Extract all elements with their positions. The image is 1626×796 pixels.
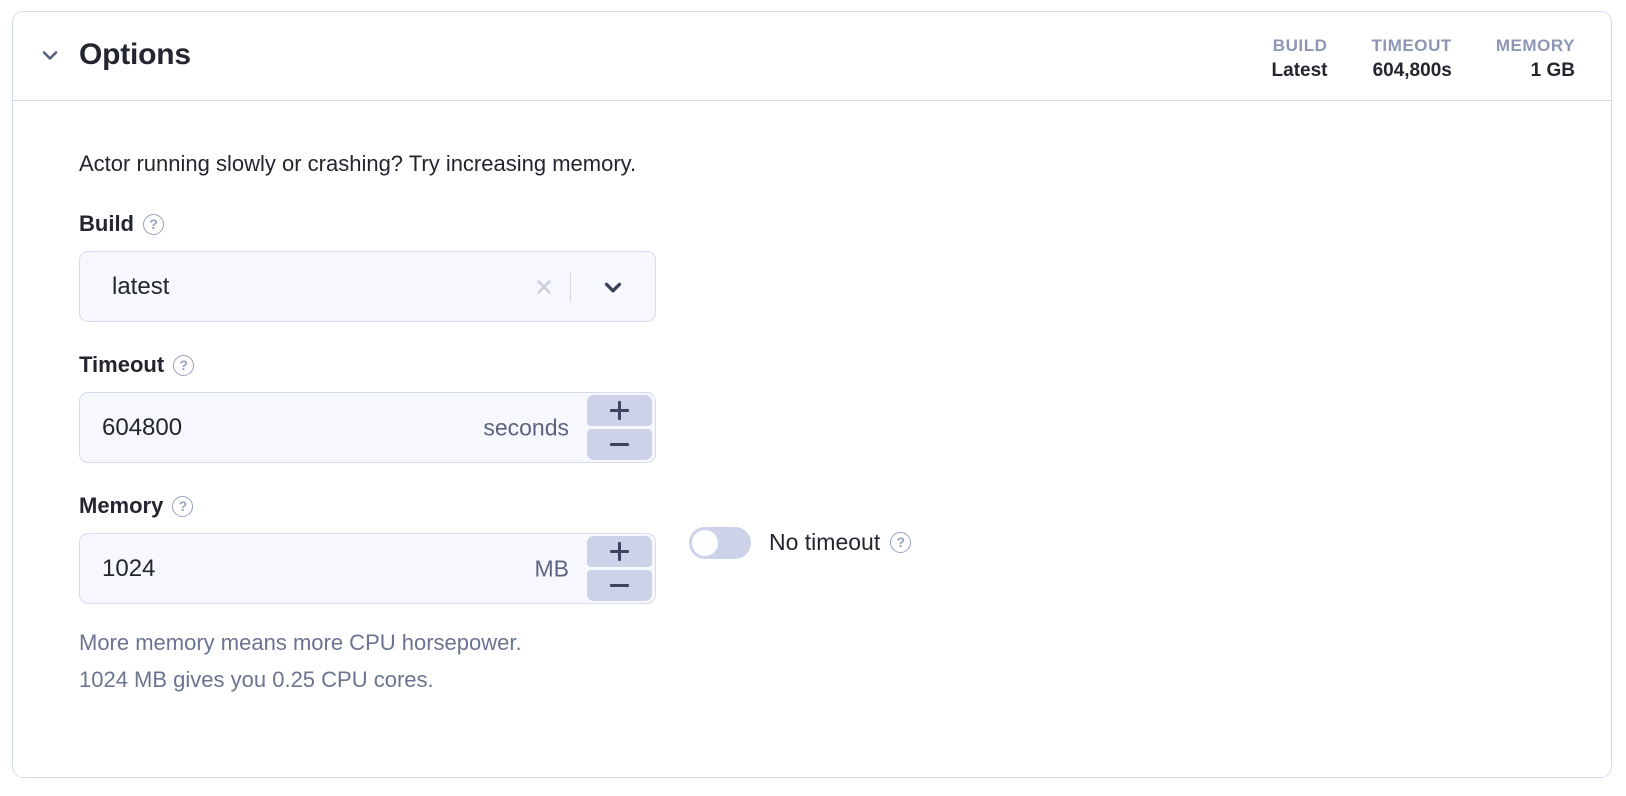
timeout-increment-button[interactable] [587, 395, 652, 426]
stat-build-value: Latest [1271, 60, 1328, 81]
stat-timeout: TIMEOUT 604,800s [1327, 34, 1451, 84]
options-panel: Options BUILD Latest TIMEOUT 604,800s ME… [12, 11, 1612, 778]
memory-increment-button[interactable] [587, 536, 652, 567]
memory-input[interactable]: 1024 [102, 554, 156, 582]
timeout-label-row: Timeout ? [79, 352, 656, 378]
timeout-field-group: Timeout ? 604800 seconds [79, 352, 656, 463]
stat-memory-value: 1 GB [1530, 60, 1575, 81]
stat-timeout-value: 604,800s [1372, 60, 1452, 81]
memory-label-row: Memory ? [79, 493, 656, 519]
question-mark-circle-icon[interactable]: ? [173, 354, 195, 376]
no-timeout-label-row: No timeout ? [769, 529, 912, 556]
memory-field-group: Memory ? 1024 MB [79, 493, 656, 604]
memory-helper-text: More memory means more CPU horsepower. 1… [79, 624, 522, 698]
stat-build-label: BUILD [1272, 36, 1328, 55]
timeout-stepper [587, 395, 652, 460]
stat-build: BUILD Latest [1228, 34, 1328, 84]
chevron-down-icon[interactable] [37, 42, 63, 68]
memory-helper-line-2: 1024 MB gives you 0.25 CPU cores. [79, 667, 434, 692]
question-mark-circle-icon[interactable]: ? [143, 213, 164, 235]
page-title: Options [79, 38, 191, 71]
no-timeout-group: No timeout ? [689, 507, 912, 578]
timeout-input[interactable]: 604800 [102, 413, 183, 441]
panel-header: Options BUILD Latest TIMEOUT 604,800s ME… [13, 12, 1611, 101]
close-icon[interactable] [531, 274, 557, 300]
memory-stepper [587, 536, 652, 601]
build-label-row: Build ? [79, 211, 656, 237]
stat-timeout-label: TIMEOUT [1371, 36, 1452, 55]
no-timeout-toggle[interactable] [689, 526, 751, 559]
toggle-knob [692, 529, 718, 556]
memory-decrement-button[interactable] [587, 570, 652, 601]
stat-memory-label: MEMORY [1495, 36, 1575, 55]
stat-memory: MEMORY 1 GB [1452, 34, 1575, 84]
question-mark-circle-icon[interactable]: ? [172, 495, 194, 517]
timeout-input-wrapper[interactable]: 604800 seconds [79, 392, 656, 463]
divider [569, 271, 571, 302]
no-timeout-label: No timeout [769, 529, 881, 555]
memory-label: Memory [79, 493, 164, 518]
timeout-unit-label: seconds [483, 414, 569, 440]
build-selected-value: latest [112, 272, 170, 300]
intro-text: Actor running slowly or crashing? Try in… [79, 151, 637, 176]
header-stats: BUILD Latest TIMEOUT 604,800s MEMORY 1 G… [1228, 34, 1575, 84]
memory-helper-line-1: More memory means more CPU horsepower. [79, 630, 522, 655]
memory-unit-label: MB [534, 555, 570, 581]
build-select[interactable]: latest [79, 251, 656, 322]
memory-input-wrapper[interactable]: 1024 MB [79, 533, 656, 604]
chevron-down-icon[interactable] [598, 272, 628, 302]
timeout-label: Timeout [79, 352, 165, 377]
options-collapse-toggle[interactable]: Options [37, 38, 191, 72]
question-mark-circle-icon[interactable]: ? [890, 532, 912, 553]
build-field-group: Build ? latest [79, 211, 656, 322]
build-label: Build [79, 211, 134, 236]
timeout-decrement-button[interactable] [587, 429, 652, 460]
